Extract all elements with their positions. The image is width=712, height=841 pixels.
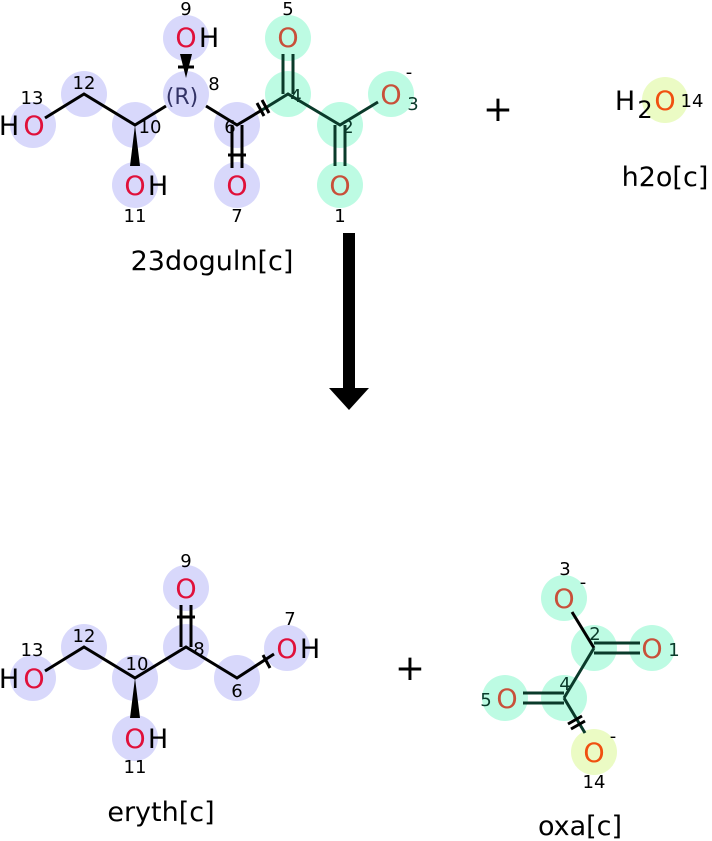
atom-number: 1	[668, 640, 679, 661]
charge-label: -	[580, 572, 587, 593]
charge-label: -	[406, 62, 413, 83]
atom-o7: O	[226, 171, 247, 202]
atom-o14: O	[654, 86, 675, 117]
atom-number: 6	[224, 117, 235, 138]
molecule-eryth: H O O O H O H 6 7 8 9 10 11 12 13 eryth[…	[0, 551, 320, 828]
atom-number: 8	[193, 639, 204, 660]
atom-o11: O	[124, 724, 145, 755]
atom-h: H	[0, 664, 19, 695]
atom-number: 14	[681, 91, 704, 112]
molecule-name: oxa[c]	[538, 811, 622, 841]
molecule-23doguln: H O O H O H O O O O - (R) 1 2 3 4 5 6 7 …	[0, 0, 419, 277]
atom-number: 7	[231, 206, 242, 227]
atom-number: 5	[282, 0, 293, 20]
atom-o9: O	[175, 574, 196, 605]
subscript-2: 2	[637, 96, 652, 124]
atom-number: 14	[583, 772, 606, 793]
atom-number: 12	[73, 626, 96, 647]
atom-number: 2	[589, 624, 600, 645]
atom-number: 11	[124, 757, 147, 778]
atom-number: 10	[126, 654, 149, 675]
atom-number: 4	[290, 86, 301, 107]
atom-o11: O	[124, 171, 145, 202]
bonds	[44, 54, 379, 168]
molecule-name: eryth[c]	[107, 797, 214, 828]
molecule-name: h2o[c]	[622, 162, 709, 193]
atom-number: 6	[231, 681, 242, 702]
atom-number: 1	[334, 206, 345, 227]
atom-number: 11	[124, 206, 147, 227]
atom-o1: O	[329, 171, 350, 202]
plus-sign: +	[395, 648, 425, 689]
atom-number: 13	[21, 640, 44, 661]
atom-o13: O	[23, 664, 44, 695]
atom-h: H	[300, 634, 320, 665]
atom-h: H	[615, 86, 635, 117]
atom-number: 2	[342, 117, 353, 138]
atom-o5: O	[496, 684, 517, 715]
atom-o3: O	[380, 80, 401, 111]
atom-number: 3	[407, 94, 418, 115]
atom-h: H	[148, 171, 168, 202]
atom-number: 8	[208, 74, 219, 95]
atom-number: 13	[21, 88, 44, 109]
atom-number: 10	[139, 117, 162, 138]
atom-o1: O	[641, 634, 662, 665]
atom-o7: O	[276, 634, 297, 665]
atom-h: H	[148, 724, 168, 755]
molecule-name: 23doguln[c]	[131, 246, 294, 277]
atom-number: 4	[559, 674, 570, 695]
atom-number: 7	[284, 609, 295, 630]
atom-number: 12	[73, 73, 96, 94]
atom-number: 9	[180, 0, 191, 20]
atom-number: 3	[559, 559, 570, 580]
reaction-arrow	[329, 233, 369, 410]
atom-h: H	[199, 23, 219, 54]
atom-o9: O	[175, 23, 196, 54]
atom-o13: O	[23, 111, 44, 142]
atom-o5: O	[277, 23, 298, 54]
plus-sign: +	[483, 89, 513, 130]
charge-label: -	[610, 726, 617, 747]
atom-h: H	[0, 111, 19, 142]
atom-o14: O	[583, 738, 604, 769]
molecule-h2o: H 2 O 14 h2o[c]	[615, 77, 709, 193]
atom-o3: O	[553, 584, 574, 615]
atom-number: 5	[480, 690, 491, 711]
atom-number: 9	[180, 551, 191, 572]
molecule-oxa: O - O O O - 1 2 3 4 5 14 oxa[c]	[480, 559, 679, 841]
stereo-label: (R)	[166, 85, 198, 110]
